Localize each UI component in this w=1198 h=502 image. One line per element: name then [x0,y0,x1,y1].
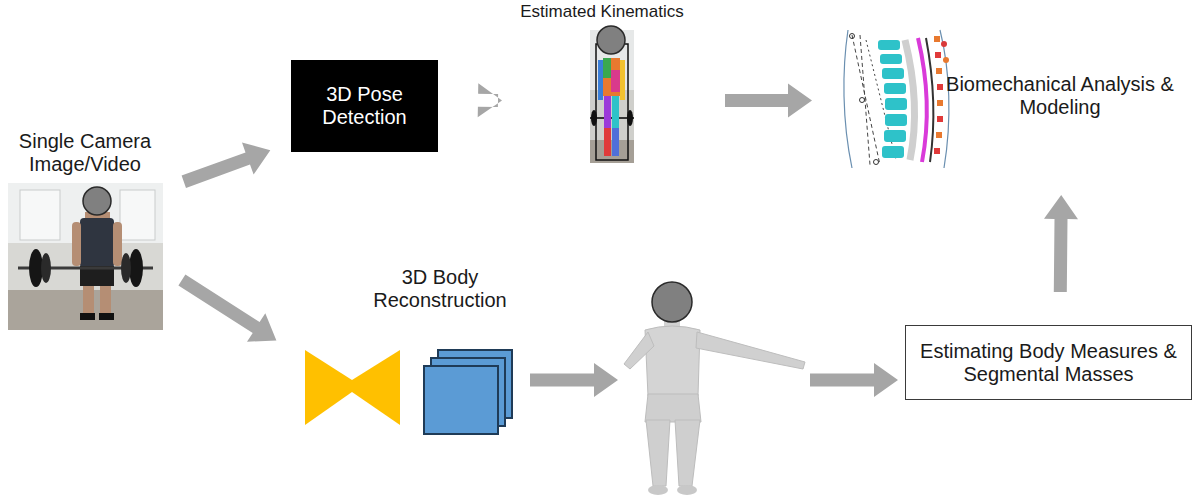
spine-model-part [878,40,900,50]
spine-model-part [882,146,904,158]
kinematics-photo-part [598,60,603,100]
spine-model-part [884,83,906,94]
camera-photo-part [113,222,122,266]
flow-arrow [1044,195,1078,292]
flow-arrow [478,83,502,117]
spine-model-part [926,38,933,162]
kinematics-photo-part [597,26,625,54]
network-icon-part [305,350,352,425]
spine-model-part [882,68,904,79]
kinematics-photo-part [620,60,625,100]
body-mesh-part [696,332,805,369]
kinematics-photo [590,26,634,163]
spine-model-part [860,98,865,103]
flow-arrow [530,363,898,397]
network-icon-part [352,350,400,425]
camera-photo-part [8,183,163,330]
body-mesh [624,282,805,495]
flow-arrow [182,143,271,188]
kinematics-photo-part [612,96,619,128]
image-node: Single Camera Image/Video [5,130,165,332]
spine-model [844,30,949,168]
spine-model-part [884,130,906,142]
node-label: Biomechanical Analysis & Modeling [945,73,1175,119]
spine-model-part [940,30,949,168]
process-box: 3D Pose Detection [291,60,438,152]
body-mesh-part [677,485,697,495]
camera-photo-part [129,249,143,287]
camera-photo-part [29,249,43,287]
network-icon [305,350,512,434]
camera-photo-part [100,286,111,314]
analysis-node: Biomechanical Analysis & Modeling [820,25,1175,170]
body-mesh-part [645,326,700,400]
spine-model-part [874,160,879,165]
node-label: 3D Pose Detection [291,83,438,129]
spine-model-part [934,148,940,154]
image-node: Estimated Kinematics [507,0,697,165]
body-mesh-part [675,420,700,486]
kinematics-photo-part [603,58,620,96]
spine-model-part [860,35,870,165]
node-label: Single Camera Image/Video [5,130,165,176]
camera-photo-part [20,190,60,240]
node-label: Estimating Body Measures & Segmental Mas… [914,340,1183,386]
body-mesh-part [652,282,692,322]
camera-photo-part [80,313,95,320]
camera-photo-part [41,253,51,283]
camera-photo-part [121,253,131,283]
flow-arrow [725,84,812,118]
camera-photo-part [72,222,81,266]
body-mesh-part [646,420,670,486]
kinematics-photo-part [604,128,611,156]
node-label: Estimated Kinematics [507,2,697,22]
spine-model-part [844,30,852,168]
camera-photo-part [80,218,114,268]
model-node: 3D Body Reconstruction [300,266,515,438]
kinematics-photo-part [596,44,628,160]
spine-model-part [905,40,915,160]
flow-arrow-part [530,363,618,397]
camera-photo-part [120,190,155,240]
spine-model-part [918,38,927,162]
spine-model-part [885,114,907,126]
kinematics-photo-part [603,58,611,78]
kinematics-photo-part [604,96,611,128]
camera-photo [8,183,163,330]
body-mesh-part [648,485,668,495]
network-icon-part [424,366,498,434]
body-mesh-part [645,394,701,422]
kinematics-photo-part [612,128,619,156]
spine-model-part [937,116,943,122]
spine-model-part [934,36,940,42]
spine-model-part [885,98,907,110]
spine-model-part [880,54,902,64]
spine-model-part [936,68,942,74]
node-label: 3D Body Reconstruction [365,266,515,312]
spine-model-part [941,41,947,47]
spine-model-part [935,52,941,58]
process-box: Estimating Body Measures & Segmental Mas… [905,325,1192,400]
spine-model-part [937,100,943,106]
camera-photo-part [99,313,114,320]
spine-model-part [943,57,949,63]
camera-photo-part [83,286,94,314]
spine-model-part [937,84,943,90]
camera-photo-part [83,187,111,215]
flow-arrow-part [810,363,898,397]
kinematics-photo-part [611,70,620,92]
spine-model-part [850,34,855,39]
spine-model-part [852,35,880,165]
spine-model-part [936,132,942,138]
flow-arrow [178,275,276,342]
body-mesh-part [624,332,654,369]
